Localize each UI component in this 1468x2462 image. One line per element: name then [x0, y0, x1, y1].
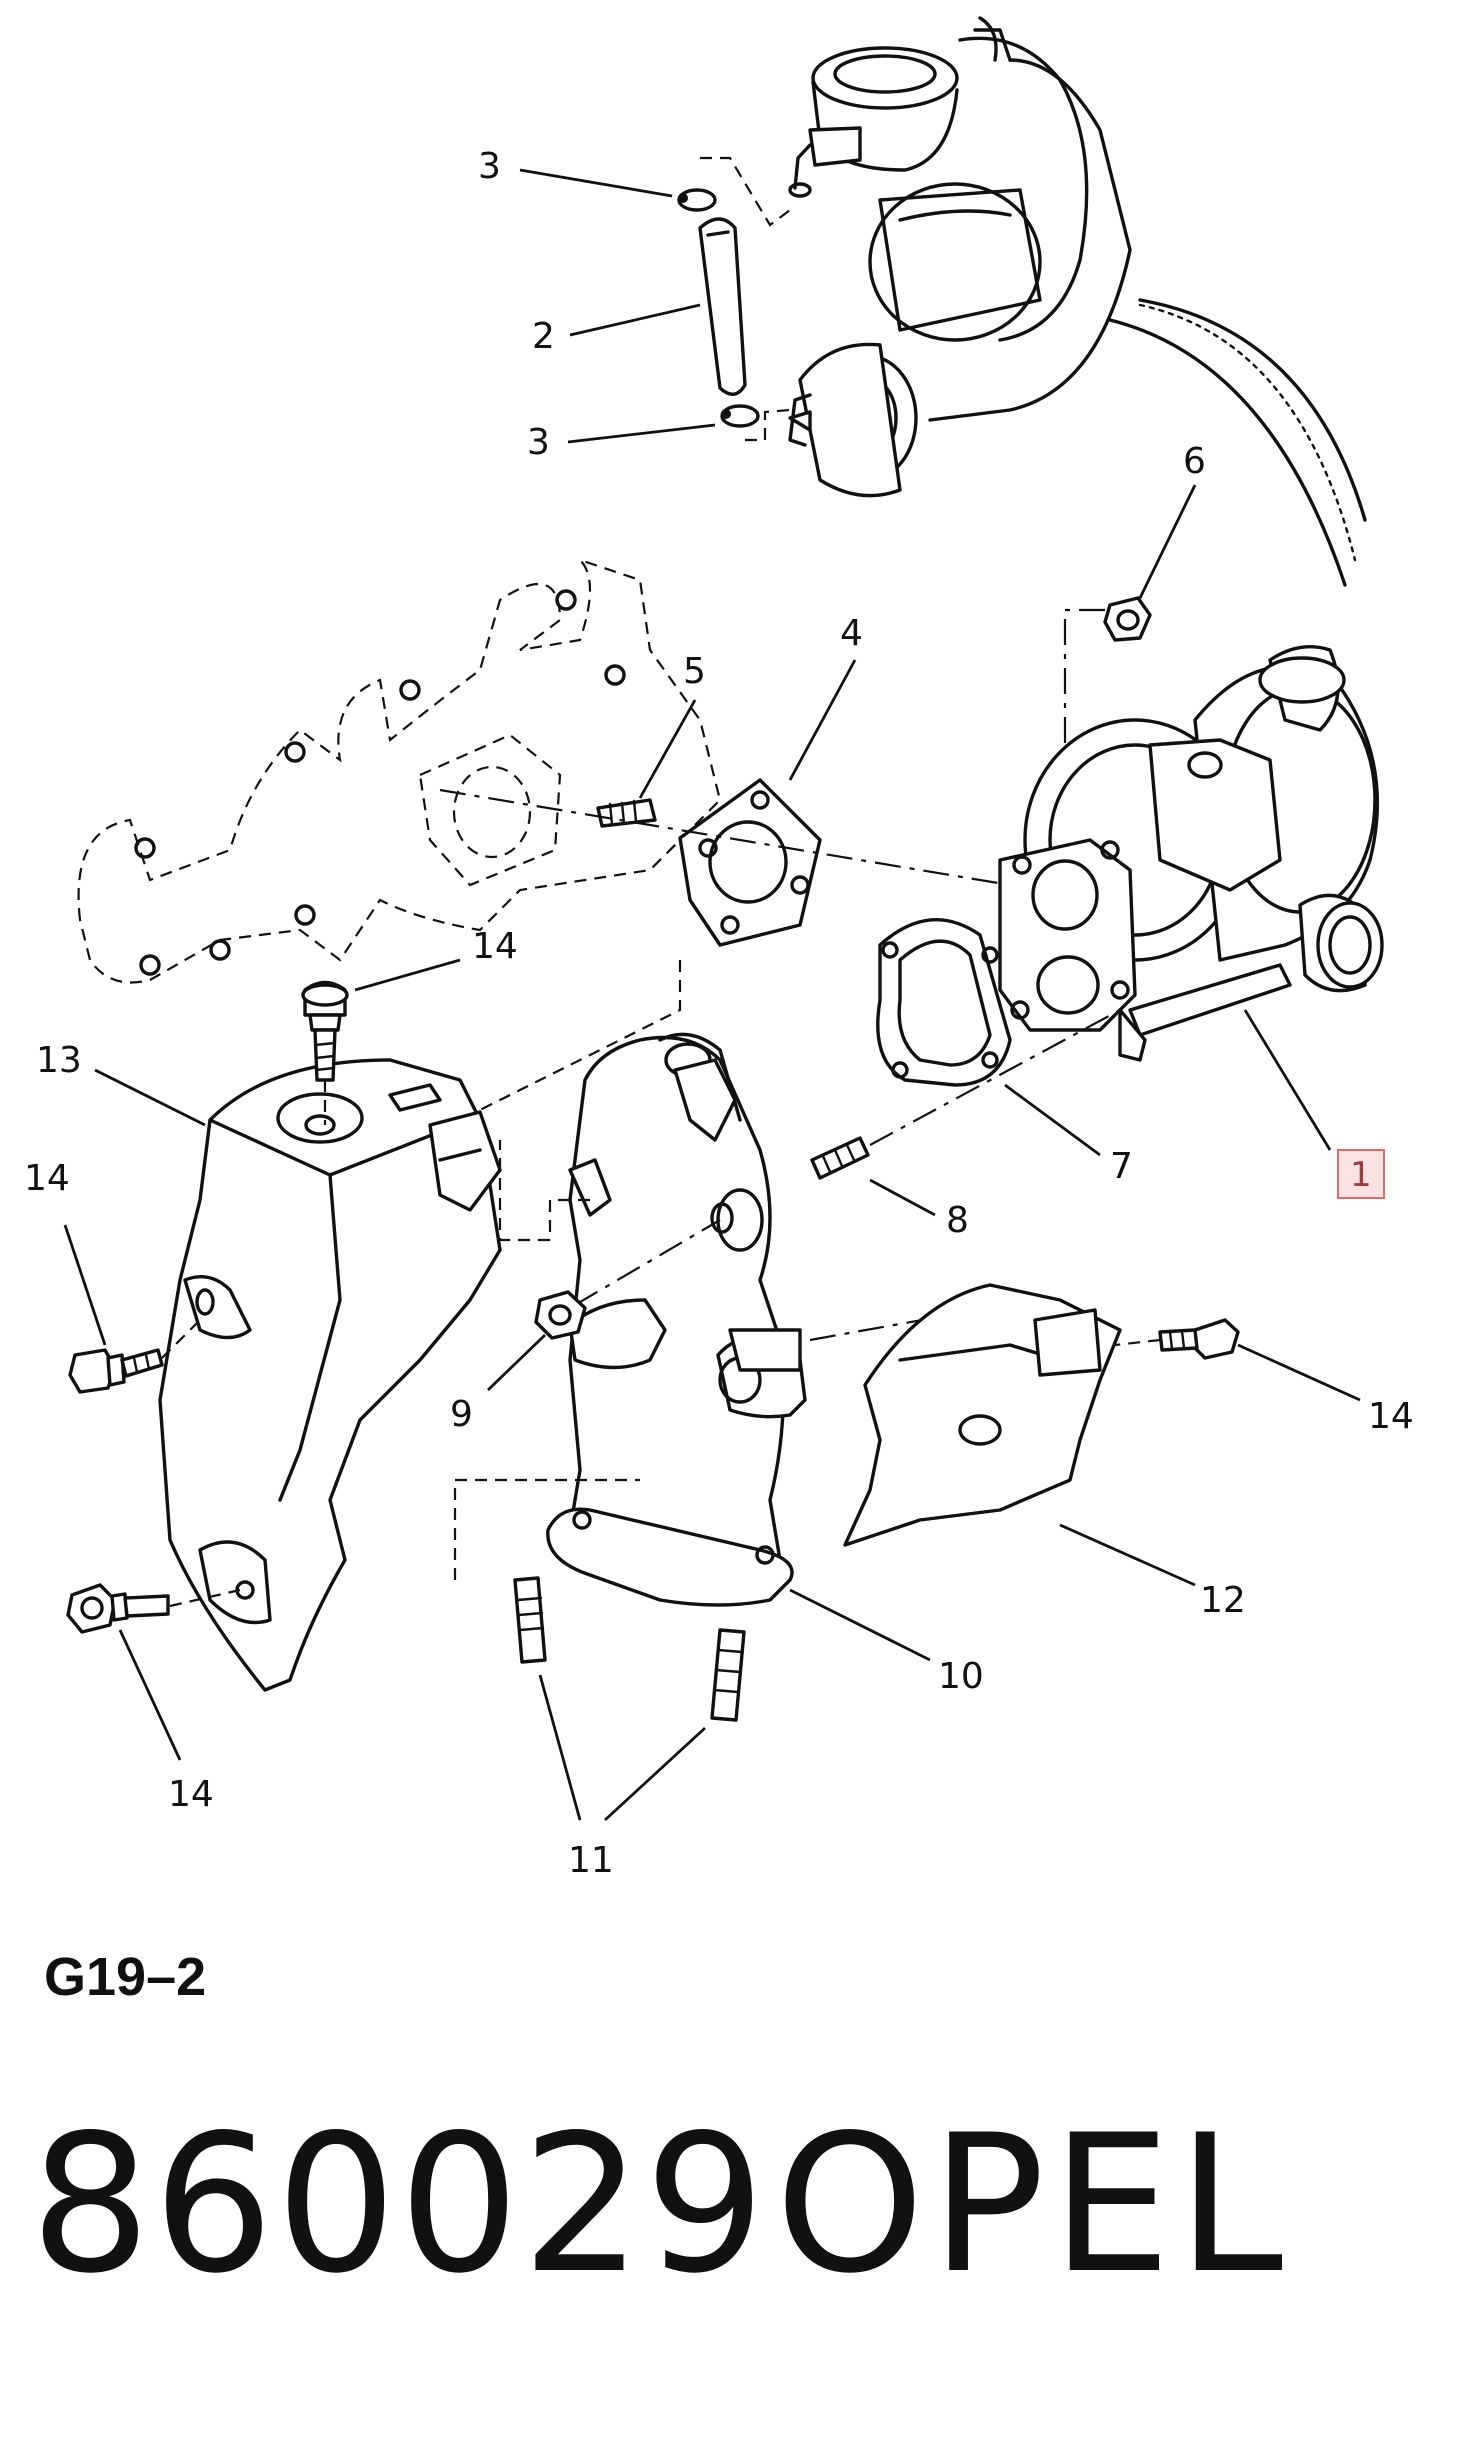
callout-7: 7 — [1110, 1146, 1133, 1187]
callout-1: 1 — [1350, 1155, 1372, 1195]
callout-10: 10 — [938, 1656, 984, 1697]
leader-9 — [487, 1333, 546, 1392]
alignment-line-elbow-top — [439, 960, 682, 1131]
leader-10 — [789, 1588, 931, 1662]
alignment-line-bolt14-right — [1114, 1338, 1161, 1347]
bolt-14-top — [301, 980, 349, 1082]
leader-14-top — [354, 958, 461, 992]
heat-shield-arc — [1108, 298, 1367, 587]
alignment-line-elbow-mid — [498, 1140, 590, 1242]
callout-5: 5 — [683, 651, 706, 692]
alignment-line-lower — [453, 1478, 640, 1580]
callout-4: 4 — [840, 613, 863, 654]
alignment-line-nut9 — [574, 1219, 721, 1306]
callout-11: 11 — [568, 1840, 614, 1881]
leader-4 — [788, 659, 857, 781]
callout-13: 13 — [36, 1040, 82, 1081]
turbocharger — [998, 644, 1384, 1062]
intake-housing — [811, 16, 1132, 422]
hose-path-bottom — [745, 408, 791, 442]
hose-clamp-bottom — [720, 404, 760, 428]
callout-14-bottom: 14 — [168, 1774, 214, 1815]
exhaust-manifold — [77, 558, 722, 984]
callout-12: 12 — [1200, 1580, 1246, 1621]
bolt-14-bottom — [66, 1583, 170, 1634]
part-number: 860029 — [30, 2094, 768, 2315]
actuator-nipple-top — [788, 126, 862, 198]
wastegate-actuator — [788, 342, 918, 498]
leader-13 — [94, 1068, 206, 1127]
callout-3a: 3 — [478, 146, 501, 187]
callout-2: 2 — [532, 316, 555, 357]
leader-2 — [569, 303, 701, 337]
leader-8 — [869, 1178, 936, 1217]
callout-14-right: 14 — [1368, 1396, 1414, 1437]
bolt-14-left — [68, 1348, 164, 1394]
nut-9 — [534, 1290, 587, 1340]
nut-6 — [1103, 596, 1152, 642]
callout-9: 9 — [450, 1394, 473, 1435]
leader-12 — [1059, 1523, 1196, 1587]
leader-5 — [638, 699, 697, 799]
gasket-4 — [678, 778, 822, 947]
leader-7 — [1004, 1083, 1101, 1157]
leader-3a — [519, 168, 673, 198]
leader-11-left — [538, 1674, 582, 1821]
leader-6 — [1138, 484, 1197, 599]
alignment-line-bolt14-left — [161, 1319, 201, 1359]
leader-1 — [1243, 1009, 1332, 1151]
gasket-7 — [876, 918, 1012, 1087]
diagram-code: G19–2 — [44, 1947, 207, 2007]
leader-14-left — [63, 1224, 107, 1346]
leader-3b — [567, 423, 716, 444]
alignment-line-flange — [439, 788, 1041, 892]
vacuum-hose — [698, 217, 747, 396]
brand-name: OPEL — [775, 2094, 1290, 2315]
stud-11-right — [710, 1628, 746, 1722]
heat-shield-13 — [158, 1058, 502, 1692]
leader-14-right — [1237, 1343, 1361, 1402]
bolt-14-right — [1158, 1318, 1240, 1360]
leader-14-bottom — [118, 1629, 182, 1761]
leader-11-right — [604, 1726, 706, 1822]
callout-14-left: 14 — [24, 1158, 70, 1199]
callout-1-highlight[interactable]: 1 — [1337, 1149, 1385, 1199]
callout-8: 8 — [946, 1200, 969, 1241]
callout-3b: 3 — [527, 422, 550, 463]
stud-5 — [596, 798, 657, 828]
alignment-line-bolt14-bottom — [169, 1588, 241, 1608]
heat-shield-12 — [843, 1283, 1122, 1547]
hose-path-top — [700, 156, 791, 227]
callout-14-top: 14 — [472, 926, 518, 967]
stud-11-left — [513, 1576, 547, 1664]
exhaust-elbow — [546, 1032, 807, 1607]
callout-6: 6 — [1183, 441, 1206, 482]
hose-clamp-top — [677, 188, 717, 212]
stud-8 — [810, 1136, 870, 1180]
